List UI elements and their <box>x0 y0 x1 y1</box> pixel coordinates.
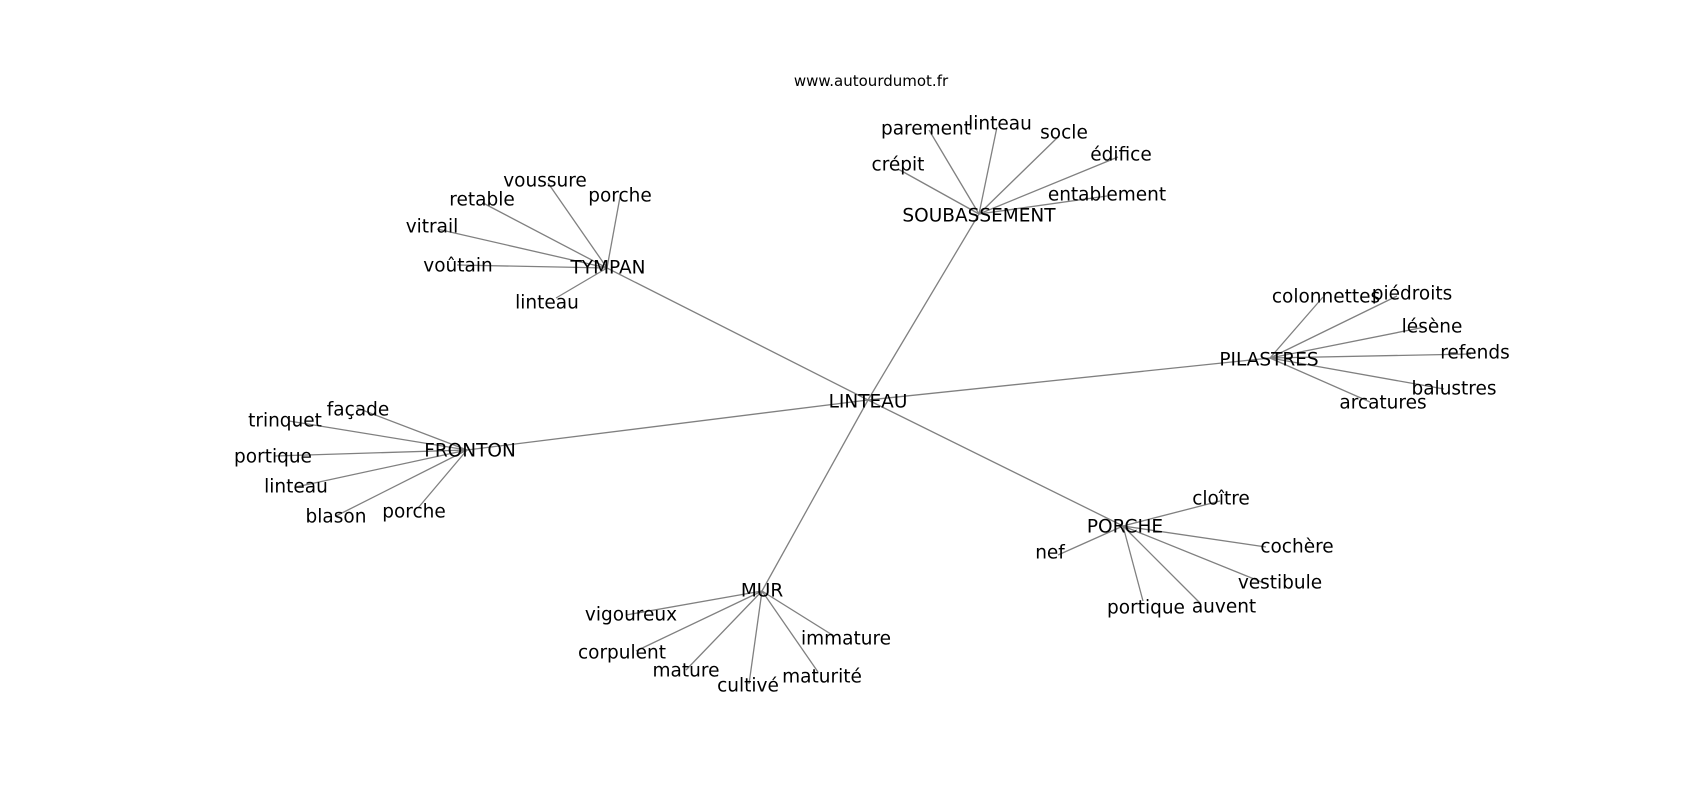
word-node[interactable]: immature <box>801 629 891 650</box>
hub-word-edge <box>978 195 1108 215</box>
word-node[interactable]: colonnettes <box>1272 287 1380 308</box>
hub-word-edge <box>748 590 763 685</box>
word-node[interactable]: piédroits <box>1372 284 1453 305</box>
hub-word-edge <box>547 182 608 269</box>
word-node[interactable]: vigoureux <box>585 605 677 626</box>
hub-node[interactable]: TYMPAN <box>569 258 645 279</box>
hub-node[interactable]: FRONTON <box>424 441 516 462</box>
hub-word-edge <box>928 129 980 215</box>
word-node[interactable]: édifice <box>1090 145 1151 166</box>
word-node[interactable]: linteau <box>515 293 579 314</box>
hub-word-edge <box>606 196 621 269</box>
word-node[interactable]: cultivé <box>717 676 779 697</box>
center-hub-edge <box>867 213 980 401</box>
word-node[interactable]: socle <box>1040 123 1088 144</box>
word-node[interactable]: mature <box>653 661 720 682</box>
word-node[interactable]: linteau <box>264 477 328 498</box>
word-node[interactable]: parement <box>881 119 971 140</box>
hub-word-edge <box>1122 500 1221 527</box>
center-hub-edge <box>867 357 1271 401</box>
hub-word-edge <box>1269 295 1398 359</box>
word-node[interactable]: cochère <box>1260 537 1333 558</box>
word-node[interactable]: auvent <box>1192 597 1256 618</box>
graph-edges <box>274 126 1472 685</box>
hub-word-edge <box>1122 525 1201 604</box>
word-node[interactable]: vestibule <box>1238 573 1322 594</box>
hub-word-edge <box>295 449 468 488</box>
hub-word-edge <box>288 420 468 451</box>
hub-word-edge <box>274 449 468 457</box>
center-node[interactable]: LINTEAU <box>829 392 908 413</box>
hub-word-edge <box>897 168 980 215</box>
word-node[interactable]: trinquet <box>248 411 322 432</box>
word-node[interactable]: vitrail <box>406 217 459 238</box>
hub-word-edge <box>978 136 1059 215</box>
hub-word-edge <box>1122 525 1265 584</box>
hub-word-edge <box>417 449 468 509</box>
hub-word-edge <box>761 590 819 673</box>
hub-word-edge <box>1269 353 1472 359</box>
hub-word-edge <box>436 228 608 269</box>
hub-word-edge <box>635 590 763 652</box>
hub-word-edge <box>1269 357 1371 403</box>
word-node[interactable]: balustres <box>1411 379 1496 400</box>
word-node[interactable]: nef <box>1035 543 1065 564</box>
hub-word-edge <box>1122 525 1267 548</box>
center-hub-edge <box>466 399 869 451</box>
hub-word-edge <box>1057 525 1124 556</box>
word-node[interactable]: portique <box>1107 598 1185 619</box>
word-node[interactable]: voûtain <box>423 256 492 277</box>
word-node[interactable]: lésène <box>1402 317 1463 338</box>
word-node[interactable]: corpulent <box>578 643 666 664</box>
word-node[interactable]: refends <box>1440 343 1510 364</box>
word-node[interactable]: crépit <box>872 155 925 176</box>
word-node[interactable]: façade <box>327 400 389 421</box>
hub-word-edge <box>1122 525 1144 602</box>
hub-node[interactable]: PORCHE <box>1087 517 1163 538</box>
hub-word-edge <box>1269 357 1445 390</box>
word-node[interactable]: blason <box>306 507 367 528</box>
word-node[interactable]: portique <box>234 447 312 468</box>
hub-node[interactable]: SOUBASSEMENT <box>902 206 1056 227</box>
hub-word-edge <box>482 202 608 269</box>
hub-word-edge <box>625 590 763 616</box>
hub-word-edge <box>685 590 763 671</box>
source-watermark: www.autourdumot.fr <box>793 72 949 90</box>
hub-word-edge <box>356 407 468 451</box>
center-hub-edge <box>761 399 869 592</box>
word-node[interactable]: porche <box>382 502 446 523</box>
graph-labels: LINTEAUTYMPANvoussureporcheretablevitrai… <box>234 114 1510 697</box>
hub-word-edge <box>1269 296 1324 359</box>
word-node[interactable]: cloître <box>1192 489 1250 510</box>
word-node[interactable]: retable <box>449 190 514 211</box>
word-node[interactable]: entablement <box>1048 185 1166 206</box>
word-node[interactable]: voussure <box>503 171 587 192</box>
hub-word-edge <box>1269 326 1426 359</box>
center-hub-edge <box>867 399 1124 527</box>
word-node[interactable]: maturité <box>782 667 862 688</box>
hub-word-edge <box>456 264 608 269</box>
hub-word-edge <box>978 126 998 215</box>
hub-node[interactable]: MUR <box>741 581 784 602</box>
word-node[interactable]: linteau <box>968 114 1032 135</box>
hub-word-edge <box>978 156 1119 215</box>
word-node[interactable]: arcatures <box>1339 393 1426 414</box>
hub-node[interactable]: PILASTRES <box>1219 350 1318 371</box>
hub-word-edge <box>335 449 468 517</box>
hub-word-edge <box>761 590 835 637</box>
hub-word-edge <box>555 267 608 299</box>
center-hub-edge <box>606 267 869 401</box>
word-node[interactable]: porche <box>588 186 652 207</box>
